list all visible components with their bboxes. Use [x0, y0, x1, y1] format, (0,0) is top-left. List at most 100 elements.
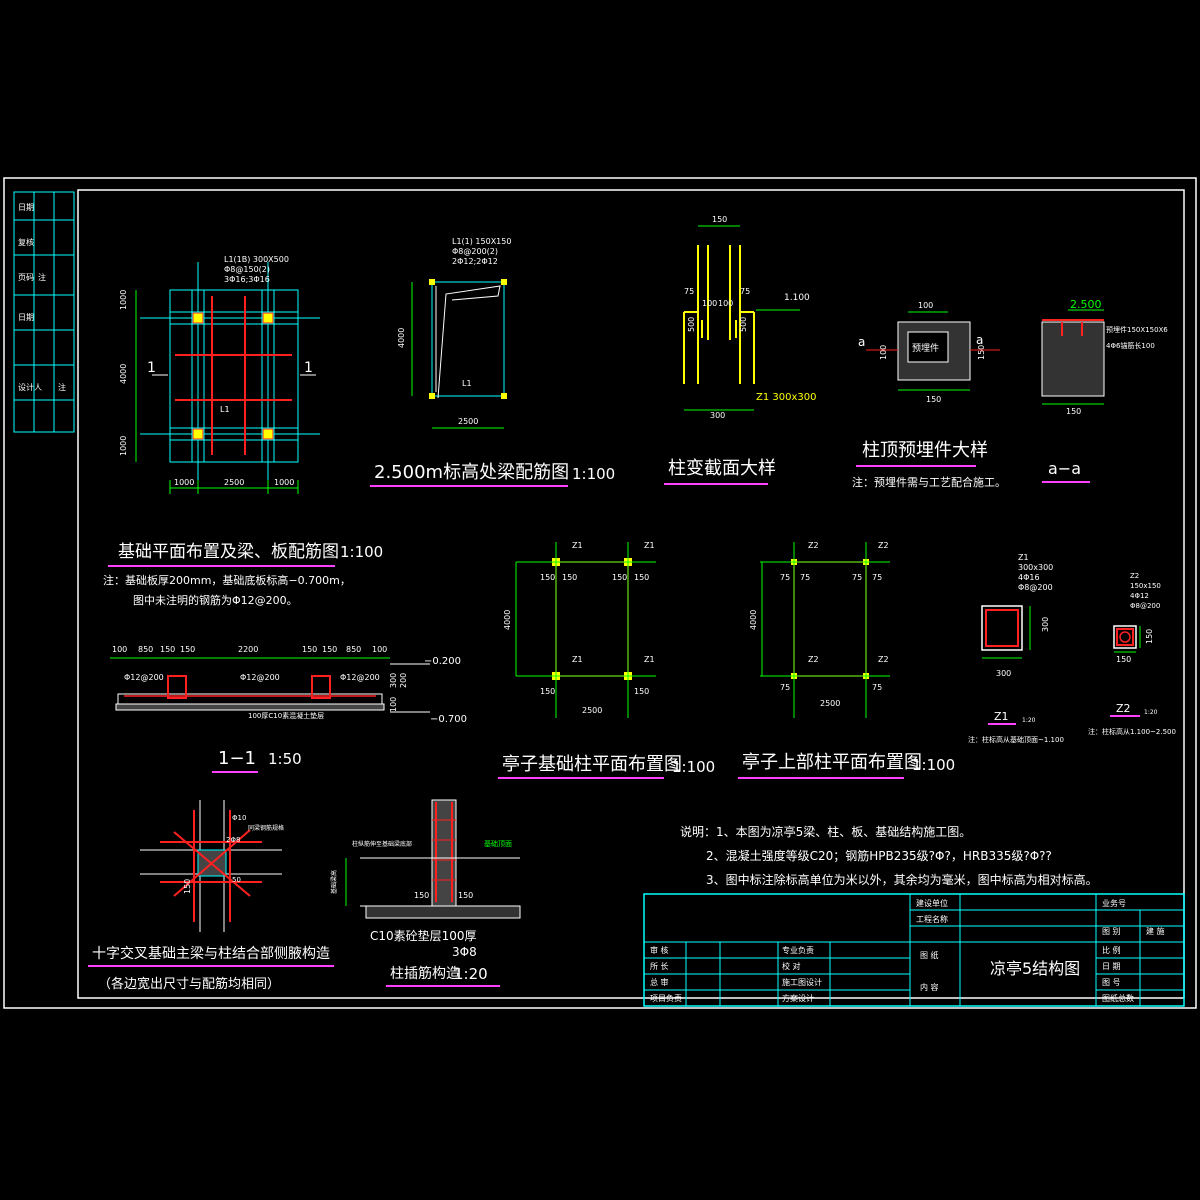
colsec-elev: 1.100 — [784, 293, 810, 303]
z2-t2: 150x150 — [1130, 582, 1161, 590]
plan2-title: 2.500m标高处梁配筋图 — [374, 462, 569, 483]
uppercol-plan: Z2 Z2 Z2 Z2 75 75 75 75 75 75 4000 2500 — [749, 541, 890, 718]
uppercol-z-br: Z2 — [878, 655, 889, 664]
notes-l1: 说明：1、本图为凉亭5梁、柱、板、基础结构施工图。 — [680, 824, 971, 839]
tb-drawing-name: 凉亭5结构图 — [990, 959, 1080, 978]
basecol-z-tr: Z1 — [644, 541, 655, 550]
colsec-title-block: 柱变截面大样 — [664, 458, 776, 485]
strip-cell-6: 设计人 — [18, 382, 42, 392]
strip-cell-1: 日期 — [18, 203, 34, 212]
colroot-detail: 柱纵筋伸至基础梁底部 基础顶面 基础梁高 C10素砼垫层100厚 3Φ8 150… — [330, 799, 521, 959]
uppercol-d75-6: 75 — [872, 683, 882, 692]
colsec-d500a: 500 — [687, 317, 696, 332]
tb-r-row-1: 日 期 — [1102, 962, 1121, 971]
basecol-d150-5: 150 — [540, 687, 555, 696]
colroot-title: 柱插筋构造 — [390, 965, 460, 982]
sec11-dim-6: 150 — [322, 645, 337, 654]
z2-dim-h: 150 — [1116, 655, 1131, 664]
z2-t3: 4Φ12 — [1130, 592, 1149, 600]
notes-l2: 2、混凝土强度等级C20；钢筋HPB235级?Φ?，HRB335级?Φ?? — [706, 848, 1052, 863]
tb-r-row-2: 图 号 — [1102, 978, 1121, 987]
tb-top-project: 工程名称 — [916, 914, 948, 924]
strip-cell-3: 页码 — [18, 273, 34, 282]
sec11-elev2: −0.700 — [430, 714, 467, 725]
uppercol-z-tl: Z2 — [808, 541, 819, 550]
z2-t1: Z2 — [1130, 572, 1139, 580]
aa-dim: 150 — [1066, 407, 1081, 416]
embed-dim-top: 100 — [918, 301, 933, 310]
colsec-d500b: 500 — [739, 317, 748, 332]
sec11-v300: 300 — [389, 673, 398, 688]
plan2-beam: L1(1) 150X150 Φ8@200(2) 2Φ12;2Φ12 4000 2… — [397, 237, 511, 429]
colroot-title-block: 柱插筋构造 1:20 — [386, 965, 500, 987]
uppercol-title: 亭子上部柱平面布置图 — [742, 752, 922, 773]
tb-drawing-lbl1: 图 纸 — [920, 950, 939, 960]
cross-d150: 150 — [183, 879, 192, 894]
plan1-dim-b3: 1000 — [274, 478, 294, 487]
tb-r-head1: 业务号 — [1102, 898, 1126, 908]
uppercol-z-bl: Z2 — [808, 655, 819, 664]
plan1-foundation: L1(1B) 300X500 Φ8@150(2) 3Φ16;3Φ16 1000 … — [119, 255, 320, 494]
z1-section: Z1 300x300 4Φ16 Φ8@200 300 300 Z1 1:20 注… — [968, 553, 1064, 744]
basecol-d150-6: 150 — [634, 687, 649, 696]
cross-title: 十字交叉基础主梁与柱结合部侧腋构造 — [92, 945, 330, 962]
strip-cell-4: 注 — [38, 272, 46, 282]
sec11-dim-7: 850 — [346, 645, 361, 654]
uppercol-dim-v: 4000 — [749, 610, 758, 630]
sec11-title: 1−1 — [218, 748, 256, 769]
basecol-plan: Z1 Z1 Z1 Z1 150 150 150 150 150 150 4000… — [503, 541, 656, 718]
notes-l3: 3、图中标注除标高单位为米以外，其余均为毫米，图中标高为相对标高。 — [706, 872, 1098, 887]
z2-section: Z2 150x150 4Φ12 Φ8@200 150 150 Z2 1:20 注… — [1088, 572, 1176, 736]
z2-title: Z2 — [1116, 702, 1131, 715]
plan1-scale: 1:100 — [340, 543, 383, 561]
sec11-title-block: 1−1 1:50 — [212, 748, 302, 773]
plan1-title-block: 基础平面布置及梁、板配筋图 1:100 注：基础板厚200mm，基础底板标高−0… — [103, 542, 383, 607]
z1-dim-v: 300 — [1041, 617, 1050, 632]
tb-c2-2: 施工图设计 — [782, 977, 822, 987]
basecol-d150-4: 150 — [634, 573, 649, 582]
sec11-dim-4: 2200 — [238, 645, 258, 654]
sec11-dim-5: 150 — [302, 645, 317, 654]
sec11-dim-2: 150 — [160, 645, 175, 654]
plan2-dim-h: 2500 — [458, 417, 478, 426]
sec11-r3: Φ12@200 — [340, 673, 380, 682]
strip-cell-5: 日期 — [18, 313, 34, 322]
plan1-dim-bot: 1000 — [119, 436, 128, 456]
plan1-beam-l2: Φ8@150(2) — [224, 265, 270, 274]
sec11-dim-8: 100 — [372, 645, 387, 654]
sec11-v200: 200 — [399, 673, 408, 688]
strip-cell-2: 复核 — [18, 237, 34, 247]
aa-elev: 2.500 — [1070, 298, 1102, 311]
title-block: 审 核 所 长 总 审 项目负责 专业负责 校 对 施工图设计 方案设计 建设单… — [643, 893, 1185, 1007]
embed-dim-l: 100 — [879, 345, 888, 360]
colsec-detail: 150 300 75 75 100 100 500 500 1.100 Z1 3… — [683, 215, 816, 420]
embed-mark-left: a — [858, 335, 865, 349]
colsec-title: 柱变截面大样 — [668, 458, 776, 479]
z1-dim-h: 300 — [996, 669, 1011, 678]
colroot-n3: 基础梁高 — [330, 870, 338, 894]
tb-r-row-3: 图纸总数 — [1102, 993, 1134, 1003]
colsec-label: Z1 300x300 — [756, 392, 816, 403]
colroot-cushion: C10素砼垫层100厚 — [370, 928, 477, 943]
z2-t4: Φ8@200 — [1130, 602, 1160, 610]
embed-title: 柱顶预埋件大样 — [862, 440, 988, 461]
sec11-v100: 100 — [389, 697, 398, 712]
plan1-dim-mid: 4000 — [119, 364, 128, 384]
cross-sub: （各边宽出尺寸与配筋均相同） — [98, 976, 280, 992]
colroot-n1: 柱纵筋伸至基础梁底部 — [352, 840, 412, 848]
tb-r-row-0: 比 例 — [1102, 945, 1121, 955]
plan2-beam-l3: 2Φ12;2Φ12 — [452, 257, 498, 266]
plan1-note1: 注：基础板厚200mm，基础底板标高−0.700m， — [103, 573, 351, 587]
colroot-n2: 基础顶面 — [484, 839, 512, 848]
general-notes: 说明：1、本图为凉亭5梁、柱、板、基础结构施工图。 2、混凝土强度等级C20；钢… — [680, 824, 1098, 887]
left-strip: 日期 复核 页码 注 日期 设计人 注 — [13, 191, 75, 433]
cross-detail: Φ10 同梁钢筋规格 2Φ8 150 50 — [140, 800, 284, 932]
plan1-dim-b1: 1000 — [174, 478, 194, 487]
tb-c1-2: 总 审 — [650, 977, 669, 987]
z1-note: 注：柱标高从基础顶面~1.100 — [968, 735, 1064, 744]
aa-section: 2.500 预埋件150X150X6 4Φ6锚筋长100 150 a−a — [1041, 298, 1168, 483]
basecol-scale: 1:100 — [672, 758, 715, 776]
colroot-d150a: 150 — [414, 891, 429, 900]
cross-d50: 50 — [232, 876, 241, 884]
tb-c2-3: 方案设计 — [782, 993, 814, 1003]
